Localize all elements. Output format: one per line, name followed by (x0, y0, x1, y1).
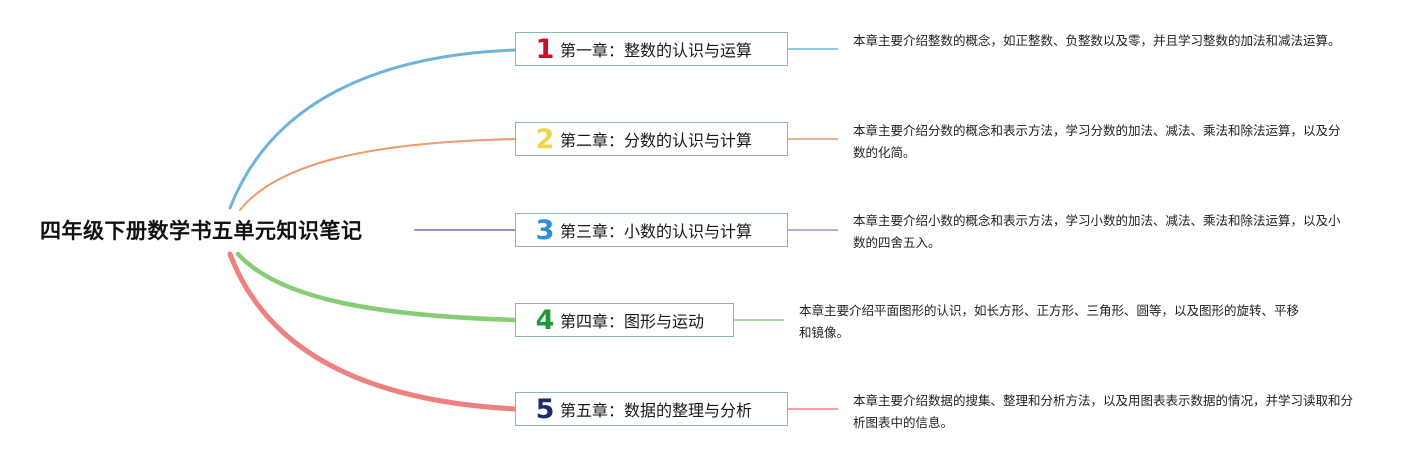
number-four-icon: 4 (535, 304, 555, 336)
chapter-2-note[interactable]: 本章主要介绍分数的概念和表示方法，学习分数的加法、减法、乘法和除法运算，以及分数… (853, 123, 1341, 160)
number-one-icon: 1 (535, 33, 555, 65)
branch-line-chapter-1 (228, 48, 518, 210)
branch-line-chapter-5 (227, 251, 519, 412)
chapter-4-title: 第四章：图形与运动 (560, 312, 705, 331)
chapter-5-topic[interactable]: 5 第五章：数据的整理与分析 (515, 392, 788, 426)
chapter-4-note[interactable]: 本章主要介绍平面图形的认识，如长方形、正方形、三角形、圆等，以及图形的旋转、平移… (799, 303, 1300, 340)
chapter-1-topic[interactable]: 1 第一章：整数的认识与运算 (515, 32, 788, 66)
branch-line-chapter-2 (239, 138, 517, 211)
chapter-1-note[interactable]: 本章主要介绍整数的概念，如正整数、负整数以及零，并且学习整数的加法和减法运算。 (853, 33, 1341, 48)
chapter-2-topic[interactable]: 2 第二章：分数的认识与计算 (515, 122, 788, 156)
chapter-3-note[interactable]: 本章主要介绍小数的概念和表示方法，学习小数的加法、减法、乘法和除法运算，以及小数… (853, 213, 1341, 250)
chapter-2-title: 第二章：分数的认识与计算 (560, 131, 753, 150)
chapter-3-topic[interactable]: 3 第三章：小数的认识与计算 (515, 213, 788, 247)
root-topic[interactable]: 四年级下册数学书五单元知识笔记 (40, 219, 363, 243)
branch-line-chapter-4 (235, 251, 519, 323)
number-three-icon: 3 (535, 214, 555, 246)
chapter-1-title: 第一章：整数的认识与运算 (560, 41, 753, 60)
chapter-3-title: 第三章：小数的认识与计算 (560, 222, 753, 241)
chapter-5-note[interactable]: 本章主要介绍数据的搜集、整理和分析方法，以及用图表表示数据的情况，并学习读取和分… (853, 393, 1354, 430)
chapter-4-topic[interactable]: 4 第四章：图形与运动 (515, 303, 734, 337)
number-five-icon: 5 (535, 393, 555, 425)
chapter-5-title: 第五章：数据的整理与分析 (560, 401, 753, 420)
number-two-icon: 2 (535, 123, 555, 155)
